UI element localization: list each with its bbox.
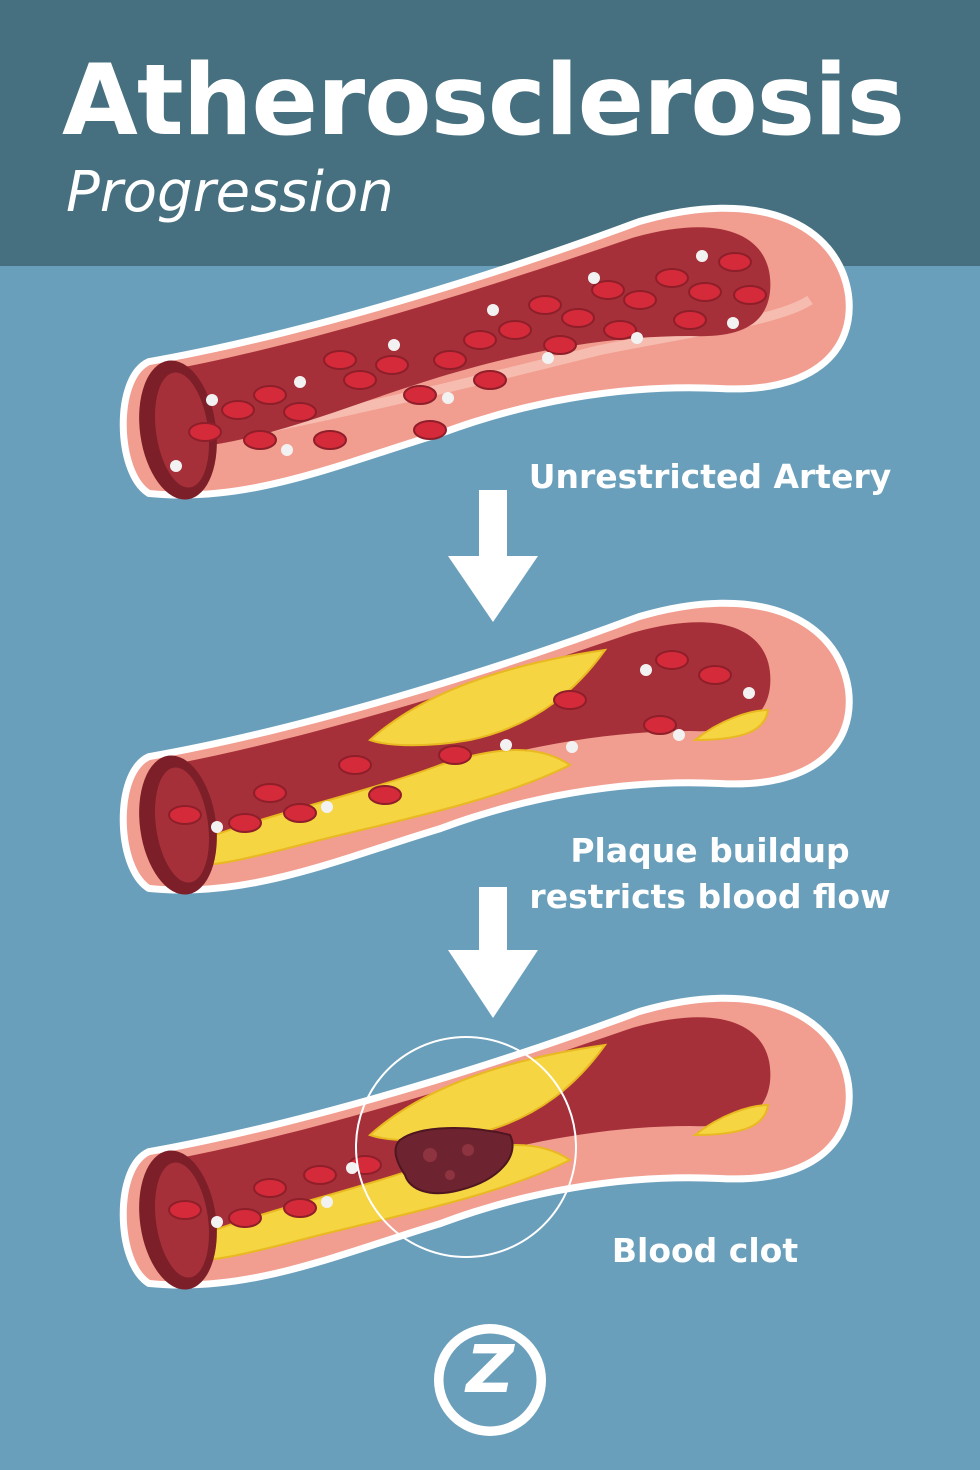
stage-1-label: Unrestricted Artery [528, 457, 892, 496]
header-banner [0, 0, 980, 266]
page-subtitle: Progression [66, 160, 394, 225]
artery-stage-2 [127, 607, 846, 895]
zoom-circle-icon [355, 1036, 577, 1258]
logo-letter: Z [466, 1331, 514, 1408]
stage-3-label: Blood clot [611, 1231, 799, 1270]
down-arrow-icon [448, 887, 538, 1018]
stage-2-label: Plaque buildup restricts blood flow [529, 831, 891, 916]
blood-clot [394, 1127, 514, 1195]
logo-z-icon [434, 1324, 546, 1436]
artery-stage-1 [127, 212, 846, 500]
down-arrow-icon [448, 490, 538, 622]
white-blood-cells [170, 250, 739, 472]
page-title: Atherosclerosis [62, 44, 905, 158]
artery-stage-3 [127, 1002, 846, 1290]
